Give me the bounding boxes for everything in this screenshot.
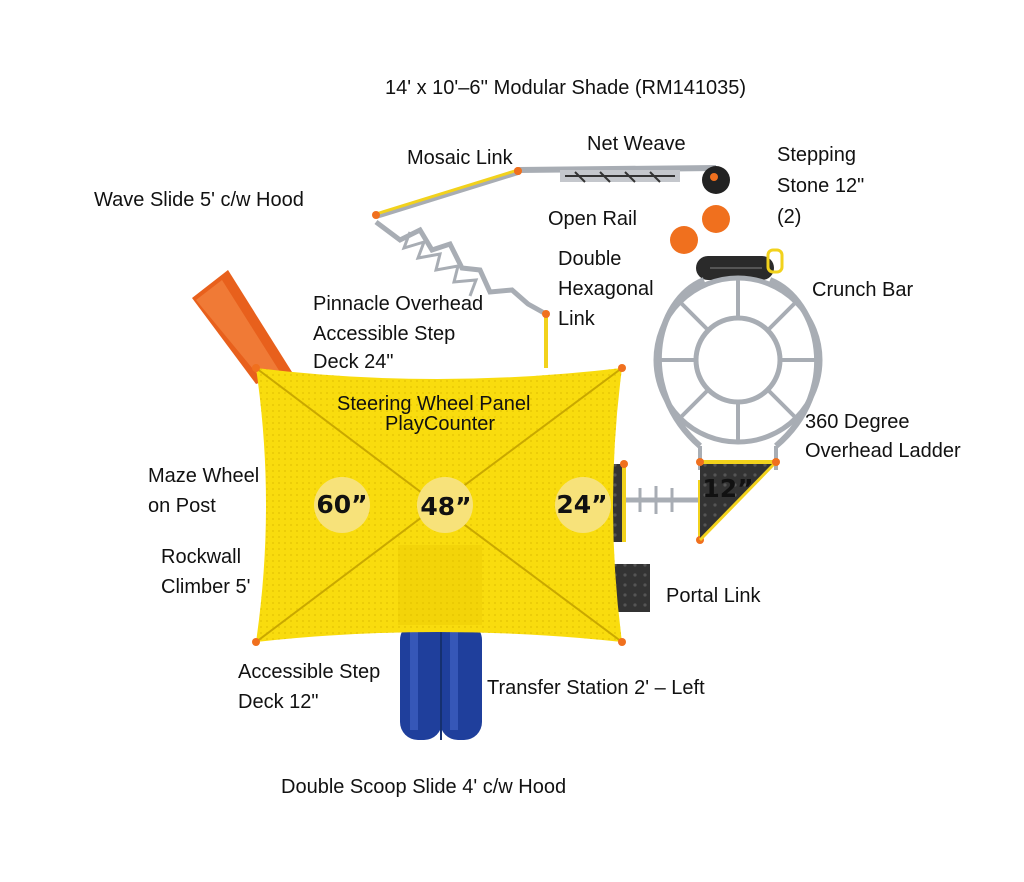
label-maze-wheel: Maze Wheel on Post bbox=[148, 465, 260, 517]
diagram-title: 14' x 10'–6'' Modular Shade (RM141035) bbox=[385, 77, 747, 99]
label-double-hexagonal-link: Double Hexagonal Link bbox=[558, 248, 654, 330]
label-accessible-step-deck-12: Accessible Step Deck 12" bbox=[238, 661, 381, 713]
label-rockwall-climber: Rockwall Climber 5' bbox=[161, 546, 251, 598]
label-360-degree-overhead-ladder: 360 Degree Overhead Ladder bbox=[805, 411, 961, 462]
double-scoop-slide bbox=[400, 622, 482, 740]
stepping-stones bbox=[670, 166, 730, 254]
label-portal-link: Portal Link bbox=[666, 585, 761, 607]
label-net-weave: Net Weave bbox=[587, 133, 686, 155]
deck-height-60: 60” bbox=[316, 490, 368, 519]
label-transfer-station: Transfer Station 2' – Left bbox=[487, 677, 705, 699]
wave-slide bbox=[192, 270, 292, 384]
net-weave bbox=[514, 165, 717, 183]
overhead-ladder-360 bbox=[653, 275, 823, 470]
label-crunch-bar: Crunch Bar bbox=[812, 279, 914, 301]
label-open-rail: Open Rail bbox=[548, 208, 637, 230]
crunch-bar bbox=[696, 248, 784, 280]
label-wave-slide: Wave Slide 5' c/w Hood bbox=[94, 189, 304, 211]
deck-height-12: 12” bbox=[702, 474, 754, 503]
label-pinnacle-overhead: Pinnacle Overhead bbox=[313, 293, 484, 315]
pinnacle-overhead bbox=[374, 220, 550, 368]
label-playcounter: PlayCounter bbox=[385, 413, 496, 435]
label-accessible-step-deck-24: Accessible Step Deck 24" bbox=[313, 323, 456, 373]
label-stepping-stone: Stepping Stone 12" (2) bbox=[777, 144, 865, 228]
mosaic-link bbox=[372, 167, 522, 219]
modular-shade-canopy bbox=[252, 364, 626, 646]
deck-height-48: 48” bbox=[420, 492, 472, 521]
label-mosaic-link: Mosaic Link bbox=[407, 147, 513, 169]
deck-12 bbox=[696, 458, 780, 542]
label-double-scoop-slide: Double Scoop Slide 4' c/w Hood bbox=[281, 776, 567, 798]
deck-height-24: 24” bbox=[556, 490, 608, 519]
label-steering-wheel-panel: Steering Wheel Panel bbox=[337, 393, 531, 415]
